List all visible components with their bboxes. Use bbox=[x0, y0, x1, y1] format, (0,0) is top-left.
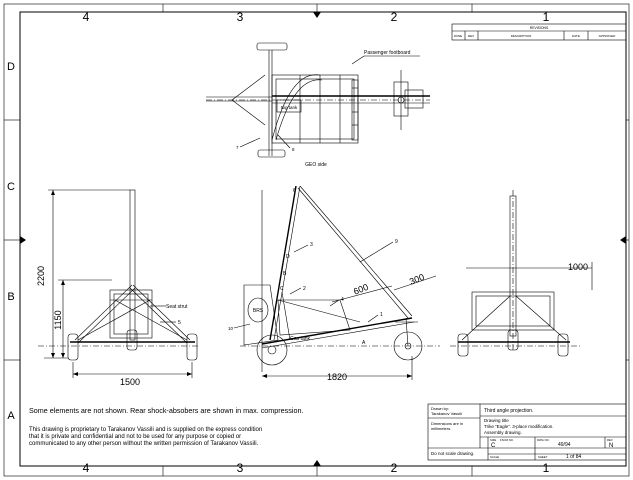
side-label-3: 3 bbox=[310, 242, 313, 248]
front-dim-2200: 2200 bbox=[36, 266, 46, 286]
tb-dims-note-2: millimeters. bbox=[431, 426, 451, 431]
top-passenger-callout: Passenger footboard bbox=[364, 50, 411, 56]
note-line-3: that it is private and confidential and … bbox=[29, 434, 241, 440]
title-block: Drawn by: Tarakanov Vassili Dimensions a… bbox=[427, 403, 627, 461]
side-label-4: 4 bbox=[341, 297, 344, 303]
side-label-c: C bbox=[280, 286, 284, 292]
side-brs-label: BRS bbox=[253, 308, 264, 314]
note-line-2: This drawing is proprietary to Tarakanov… bbox=[29, 427, 262, 433]
front-seat-strut-callout: Seat strut bbox=[166, 304, 188, 310]
rev-header-zone: ZONE bbox=[454, 34, 462, 38]
zone-row-left-3: B bbox=[7, 291, 14, 303]
tb-fscm-label: FSCM NO. bbox=[500, 438, 514, 442]
tb-title-label: Drawing title bbox=[484, 418, 509, 423]
zone-row-left-4: A bbox=[7, 410, 15, 422]
tb-title-2: Assembly drawing. bbox=[484, 430, 522, 435]
top-label-7: 7 bbox=[236, 145, 239, 150]
note-line-4: communicated to any other person without… bbox=[29, 441, 259, 447]
centering-arrows bbox=[20, 12, 626, 466]
revisions-table: REVISIONS ZONE REV DESCRIPTION DATE APPR… bbox=[451, 23, 627, 41]
tb-rev-value: N bbox=[609, 443, 613, 449]
zone-row-left-1: D bbox=[7, 61, 15, 73]
tb-rev-label: REV bbox=[607, 438, 613, 442]
front-dim-1500: 1500 bbox=[120, 377, 140, 387]
tb-dims-note-1: Dimensions are in bbox=[431, 421, 463, 426]
rev-header-approved: APPROVED bbox=[599, 34, 617, 38]
inner-border bbox=[19, 11, 627, 467]
side-label-6: 6 bbox=[293, 188, 296, 194]
tb-scale-label: SCALE bbox=[490, 455, 499, 459]
front-view: 2200 1150 1500 Seat strut 5 bbox=[36, 189, 200, 387]
top-label-8: 8 bbox=[292, 147, 295, 152]
zone-col-top-4: 1 bbox=[543, 10, 550, 24]
tb-projection: Third angle projection. bbox=[484, 408, 533, 414]
rev-header-description: DESCRIPTION bbox=[511, 34, 532, 38]
side-dim-600: 600 bbox=[352, 282, 370, 297]
tb-drawn-by-name: Tarakanov Vassili bbox=[431, 411, 462, 416]
zone-col-bottom-1: 4 bbox=[83, 461, 90, 475]
zone-col-top-3: 2 bbox=[391, 10, 398, 24]
tb-drawn-by-label: Drawn by: bbox=[431, 406, 449, 411]
side-label-9: 9 bbox=[395, 239, 398, 245]
zone-row-left-2: C bbox=[7, 181, 15, 193]
side-gas-tank-label: Gas tank bbox=[290, 336, 311, 342]
rev-header-rev: REV bbox=[468, 34, 474, 38]
side-label-10: 10 bbox=[228, 326, 234, 331]
tb-do-not-scale: Do not scale drawing. bbox=[431, 451, 474, 456]
tb-size-value: C bbox=[491, 443, 496, 449]
side-label-a: A bbox=[362, 340, 366, 346]
side-dim-300: 300 bbox=[408, 272, 426, 287]
side-label-b: B bbox=[283, 271, 287, 277]
zone-col-bottom-3: 2 bbox=[391, 461, 398, 475]
side-dim-1820: 1820 bbox=[327, 372, 347, 382]
note-line-1: Some elements are not shown. Rear shock-… bbox=[29, 406, 303, 415]
zone-ticks bbox=[4, 4, 629, 476]
tb-title-1: Trike "Eagle". 3-place modification. bbox=[484, 424, 554, 429]
side-view: BRS Gas tank 10 A B C D 1 2 3 4 6 9 600 bbox=[228, 185, 440, 382]
tb-sheet-value: 1 of 84 bbox=[566, 454, 582, 460]
tb-size-label: SIZE bbox=[490, 438, 496, 442]
top-big-tank-label: Big tank bbox=[281, 105, 298, 110]
side-label-2: 2 bbox=[303, 286, 306, 292]
top-view: Big tank Passenger footboard 7 8 GEO sid… bbox=[206, 42, 430, 168]
front-dim-1150: 1150 bbox=[53, 310, 63, 329]
zone-col-top-1: 4 bbox=[83, 10, 90, 24]
front-label-5: 5 bbox=[178, 320, 181, 326]
zone-col-bottom-2: 3 bbox=[237, 461, 244, 475]
revisions-title: REVISIONS bbox=[530, 26, 549, 30]
rear-dim-1000: 1000 bbox=[568, 262, 588, 272]
rev-header-date: DATE bbox=[572, 34, 580, 38]
tb-dwg-label: DWG NO. bbox=[537, 438, 550, 442]
rear-view: 1000 bbox=[450, 190, 593, 357]
side-label-d: D bbox=[286, 254, 290, 260]
side-label-1: 1 bbox=[380, 312, 383, 318]
tb-sheet-label: SHEET bbox=[538, 455, 548, 459]
zone-col-bottom-4: 1 bbox=[543, 461, 550, 475]
top-view-caption: GEO side bbox=[305, 162, 327, 168]
zone-col-top-2: 3 bbox=[237, 10, 244, 24]
tb-dwg-value: 49/94 bbox=[558, 442, 571, 448]
